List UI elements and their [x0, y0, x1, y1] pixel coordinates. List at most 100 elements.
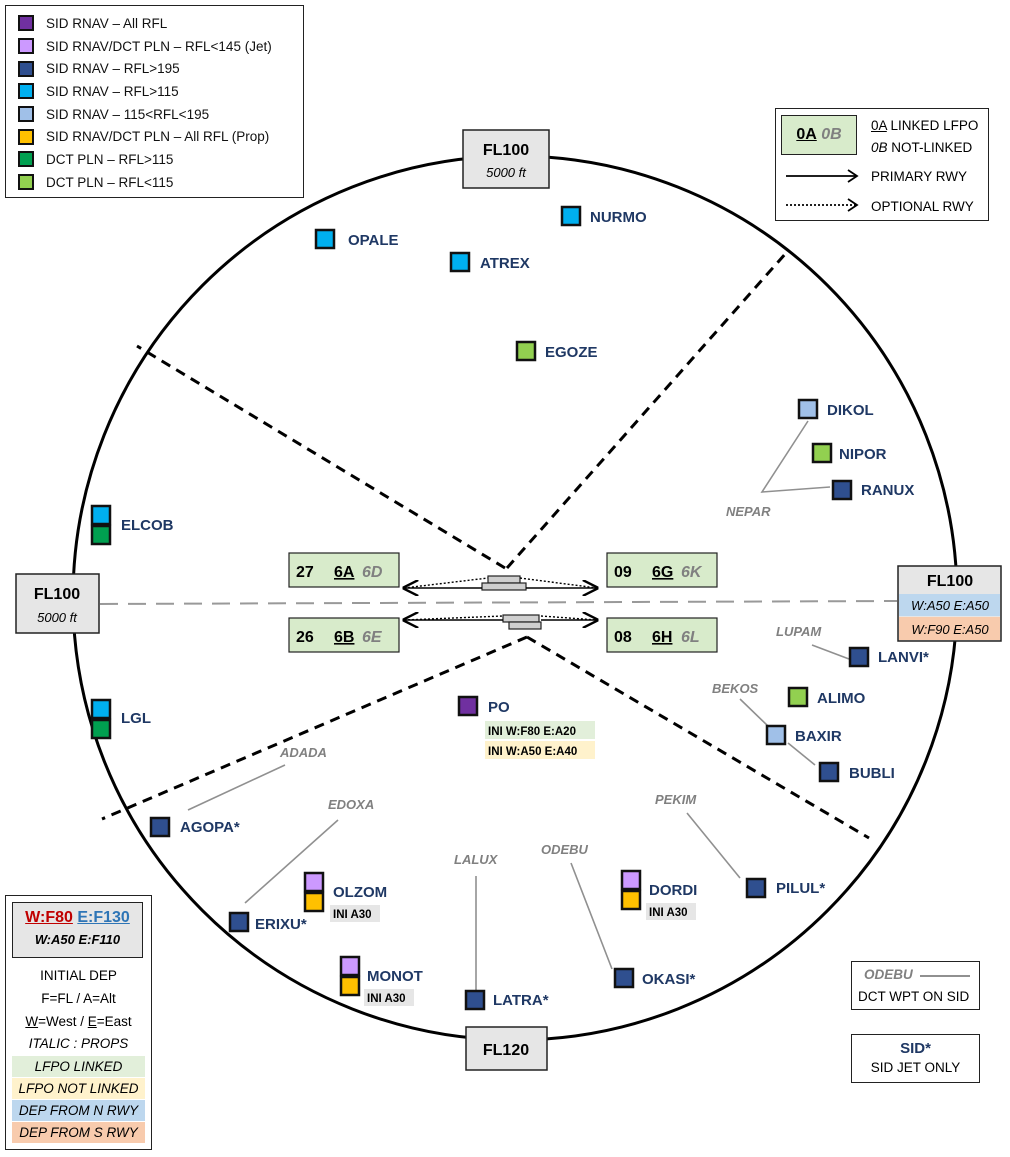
ini-labels: INI W:F80 E:A20 INI W:A50 E:A40 INI A30 …: [330, 721, 696, 1006]
sector-boundaries: [101, 252, 870, 840]
legend-swatch: [18, 60, 34, 77]
legend-swatch: [18, 38, 34, 55]
marker-atrex: [449, 251, 471, 273]
wpt-okasi: OKASI*: [642, 971, 696, 988]
legend-swatch: [18, 15, 34, 32]
marker-pilul: [745, 877, 767, 899]
marker-okasi: [613, 967, 635, 989]
west-east-text: W=West / E=East: [25, 1014, 132, 1029]
svg-text:08: 08: [614, 629, 632, 646]
marker-po: [457, 695, 479, 717]
svg-text:5000 ft: 5000 ft: [486, 165, 527, 180]
runway-symbols: [481, 575, 542, 630]
legend-label: SID RNAV – RFL>115: [46, 83, 179, 99]
marker-nipor: [811, 442, 833, 464]
ini-olzom: INI A30: [333, 909, 372, 921]
wpt-lgl: LGL: [121, 710, 151, 727]
legend-item: DCT PLN – RFL>115: [6, 148, 303, 171]
dct-nepar: NEPAR: [726, 504, 771, 519]
svg-text:6L: 6L: [681, 629, 700, 646]
dct-point-labels: NEPAR LUPAM BEKOS ADADA EDOXA LALUX ODEB…: [279, 504, 822, 867]
marker-egoze: [515, 340, 537, 362]
marker-baxir: [765, 724, 787, 746]
wpt-bubli: BUBLI: [849, 765, 895, 782]
dct-edoxa: EDOXA: [328, 797, 374, 812]
ini-po-linked: INI W:F80 E:A20: [488, 726, 576, 738]
initial-dep-text: INITIAL DEP: [40, 968, 117, 983]
legend-swatch: [18, 174, 34, 191]
svg-text:FL100: FL100: [927, 573, 973, 590]
svg-text:26: 26: [296, 629, 314, 646]
dct-legend-line: [920, 975, 970, 977]
runway-code-box: 0A 0B: [781, 115, 857, 155]
italic-props-text: ITALIC : PROPS: [28, 1036, 129, 1051]
legend-label: SID RNAV – RFL>195: [46, 61, 180, 77]
runway-08-box: 08 6H 6L: [606, 617, 718, 653]
legend-item: SID RNAV – 115<RFL<195: [6, 103, 303, 126]
wpt-elcob: ELCOB: [121, 517, 174, 534]
marker-elcob: [90, 524, 112, 546]
runway-legend: 0A 0B 0A LINKED LFPO 0B NOT-LINKED PRIMA…: [775, 108, 989, 221]
marker-monot: [339, 955, 361, 977]
primary-rwy-text: PRIMARY RWY: [871, 169, 968, 184]
wpt-dordi: DORDI: [649, 882, 697, 899]
fl-alt-text: F=FL / A=Alt: [41, 991, 116, 1006]
center-axis: [99, 600, 898, 605]
svg-text:W:A50 E:A50: W:A50 E:A50: [911, 598, 990, 613]
ini-dordi: INI A30: [649, 907, 688, 919]
dct-adada: ADADA: [279, 745, 327, 760]
ini-po-notlinked: INI W:A50 E:A40: [488, 746, 577, 758]
sid-jet-legend: SID* SID JET ONLY: [851, 1034, 980, 1083]
svg-text:09: 09: [614, 564, 632, 581]
waypoint-labels: NURMO OPALE ATREX EGOZE DIKOL NIPOR RANU…: [121, 209, 929, 1009]
marker-lanvi: [848, 646, 870, 668]
wpt-alimo: ALIMO: [817, 690, 866, 707]
marker-olzom: [303, 891, 325, 913]
marker-opale: [314, 228, 336, 250]
dep-north-swatch: DEP FROM N RWY: [12, 1100, 145, 1121]
legend-item: SID RNAV/DCT PLN – All RFL (Prop): [6, 125, 303, 148]
marker-dikol: [797, 398, 819, 420]
svg-text:W:F90 E:A50: W:F90 E:A50: [911, 622, 989, 637]
wpt-egoze: EGOZE: [545, 344, 598, 361]
optional-rwy-text: OPTIONAL RWY: [871, 199, 974, 214]
wpt-nipor: NIPOR: [839, 446, 887, 463]
marker-olzom: [303, 871, 325, 893]
dct-lalux: LALUX: [454, 852, 499, 867]
svg-text:6B: 6B: [334, 629, 354, 646]
linked-text: 0A LINKED LFPO: [871, 118, 979, 133]
dct-lupam: LUPAM: [776, 624, 822, 639]
marker-monot: [339, 975, 361, 997]
svg-text:6D: 6D: [362, 564, 383, 581]
svg-text:6A: 6A: [334, 564, 355, 581]
legend-label: SID RNAV – 115<RFL<195: [46, 106, 210, 122]
wpt-baxir: BAXIR: [795, 728, 842, 745]
marker-dordi: [620, 889, 642, 911]
fl-north-box: FL100 5000 ft: [462, 129, 550, 189]
legend-item: DCT PLN – RFL<115: [6, 171, 303, 194]
lfpo-linked-swatch: LFPO LINKED: [12, 1056, 145, 1077]
marker-lgl: [90, 718, 112, 740]
wpt-ranux: RANUX: [861, 482, 914, 499]
dct-legend: ODEBU DCT WPT ON SID: [851, 961, 980, 1010]
legend-label: DCT PLN – RFL>115: [46, 151, 174, 167]
dct-lines: [187, 420, 850, 990]
wpt-atrex: ATREX: [480, 255, 530, 272]
svg-text:FL100: FL100: [34, 586, 80, 603]
wpt-erixu: ERIXU*: [255, 916, 307, 933]
wpt-pilul: PILUL*: [776, 880, 825, 897]
legend-item: SID RNAV/DCT PLN – RFL<145 (Jet): [6, 35, 303, 58]
wpt-lanvi: LANVI*: [878, 649, 929, 666]
runway-26-box: 26 6B 6E: [288, 617, 400, 653]
dct-odebu: ODEBU: [541, 842, 589, 857]
legend-item: SID RNAV – All RFL: [6, 12, 303, 35]
runway-27-box: 27 6A 6D: [288, 552, 400, 588]
wpt-latra: LATRA*: [493, 992, 549, 1009]
marker-elcob: [90, 504, 112, 526]
fl-east-box: FL100 W:A50 E:A50 W:F90 E:A50: [897, 565, 1002, 642]
svg-text:27: 27: [296, 564, 314, 581]
lfpo-notlinked-swatch: LFPO NOT LINKED: [12, 1078, 145, 1099]
legend-arrows: [786, 169, 859, 212]
runway-arrows: [404, 588, 597, 620]
dep-south-swatch: DEP FROM S RWY: [12, 1122, 145, 1143]
